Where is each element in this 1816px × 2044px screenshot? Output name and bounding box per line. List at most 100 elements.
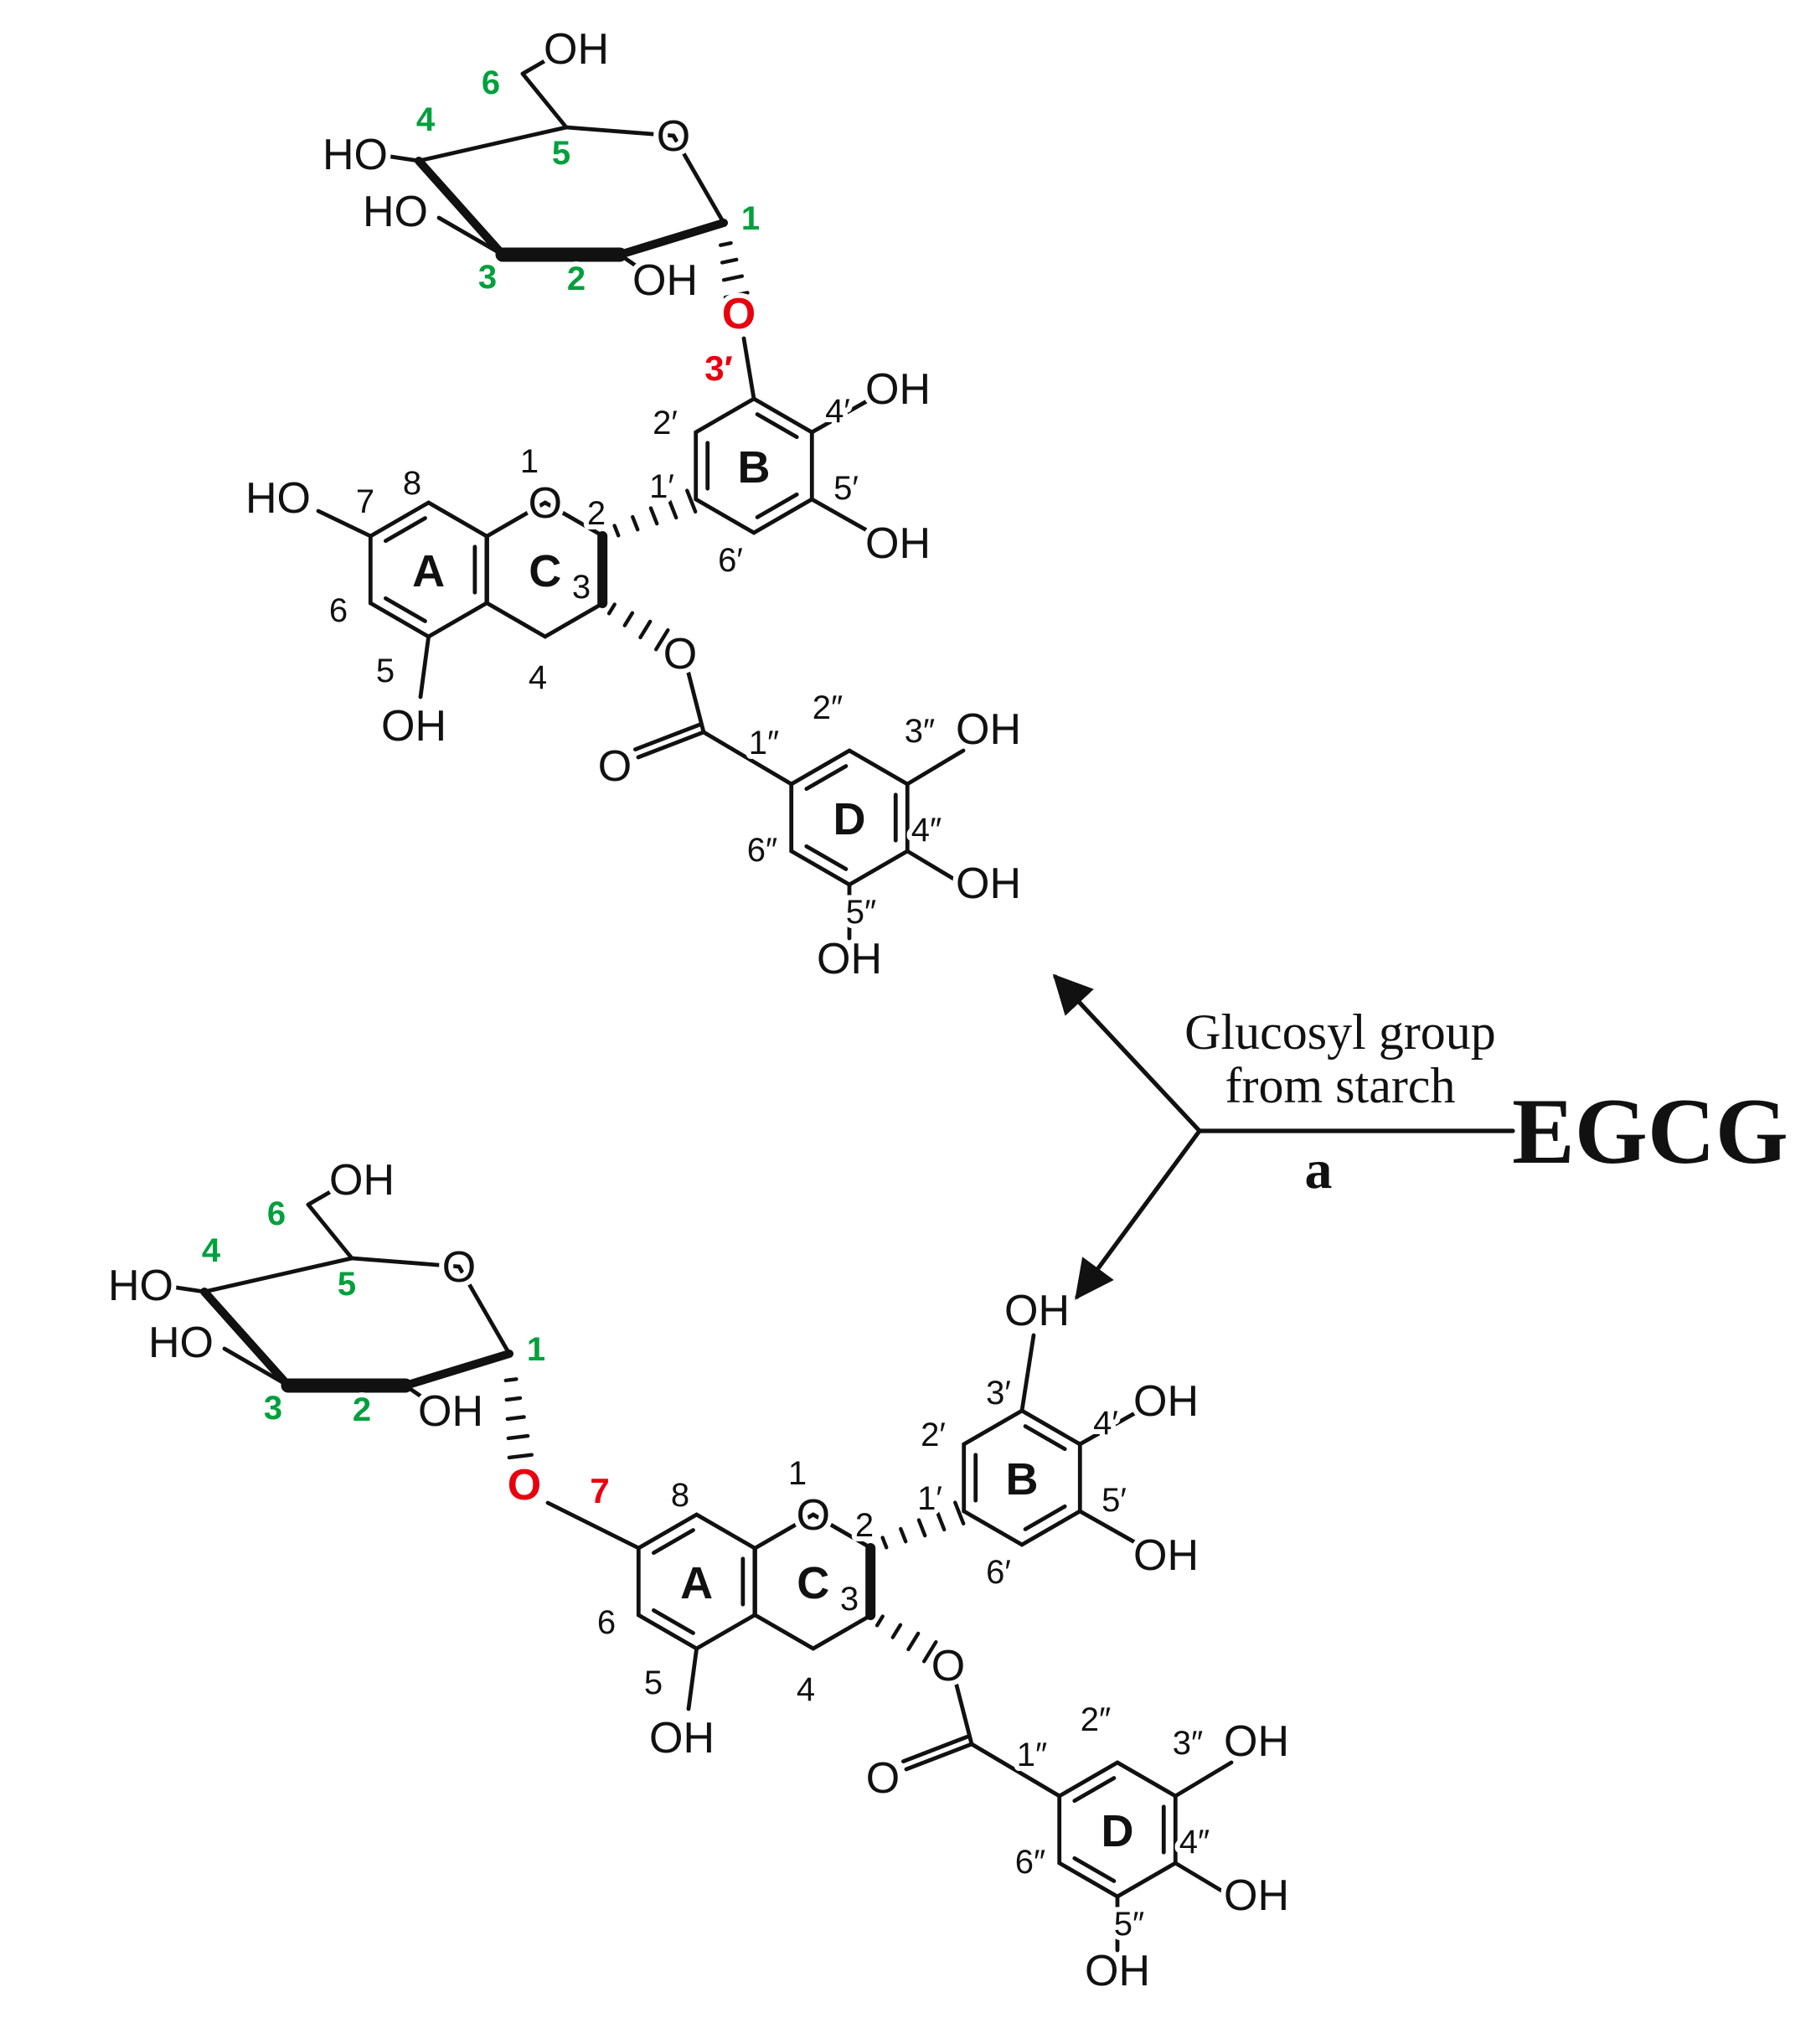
arrow-to-top-product <box>1052 973 1202 1133</box>
top-glycosidic-o: O <box>722 290 756 338</box>
reaction-step-a: a <box>1305 1139 1333 1200</box>
hashed-wedge-tick <box>504 1396 523 1402</box>
top-glc-ring-o: O <box>657 112 690 161</box>
double-bond-inner <box>755 412 799 440</box>
bottom-glc-n2: 2 <box>353 1391 371 1428</box>
top-b5-oh: OH <box>865 519 931 568</box>
top-ring-a: A <box>412 546 445 596</box>
top-glc-n2: 2 <box>567 261 586 297</box>
top-glc-n1: 1 <box>741 200 760 237</box>
top-carbonyl-o: O <box>598 742 632 791</box>
bottom-a-6: 6 <box>597 1604 616 1641</box>
bottom-glc-n4: 4 <box>202 1232 221 1269</box>
bottom-a5-oh: OH <box>649 1714 715 1763</box>
bottom-ring-d: D <box>1101 1806 1134 1856</box>
single-bond <box>349 1256 462 1269</box>
top-glc-n3: 3 <box>478 259 497 296</box>
single-bond <box>545 1500 641 1551</box>
top-d-1: 1″ <box>749 725 779 761</box>
hashed-wedge-tick <box>507 1453 534 1460</box>
bottom-b-1: 1′ <box>917 1480 942 1517</box>
single-bond <box>1077 1509 1142 1547</box>
bottom-b5-oh: OH <box>1133 1531 1199 1580</box>
double-bond-inner <box>804 764 849 792</box>
single-bond <box>306 1184 343 1207</box>
single-bond <box>202 1256 354 1294</box>
bottom-c-3: 3 <box>840 1581 859 1618</box>
carbonyl-double-bond <box>901 1734 971 1764</box>
hashed-wedge-tick <box>890 1623 903 1639</box>
single-bond <box>316 508 373 539</box>
single-bond <box>1173 1760 1234 1799</box>
single-bond <box>701 730 794 787</box>
hashed-wedge-tick <box>899 1526 908 1544</box>
top-c-2: 2 <box>587 495 606 532</box>
bottom-ring-b: B <box>1006 1454 1039 1505</box>
hashed-wedge-tick <box>638 619 653 640</box>
top-a-8: 8 <box>403 465 421 502</box>
hashed-wedge-tick <box>721 274 745 282</box>
double-bond-inner <box>1072 1776 1117 1804</box>
bottom-ester-o: O <box>931 1642 965 1690</box>
single-bond <box>684 664 706 735</box>
bold-wedge-bond <box>401 1350 513 1390</box>
top-a-6: 6 <box>329 592 348 629</box>
top-b-1: 1′ <box>649 468 674 505</box>
bottom-glc-c4-ho: HO <box>108 1262 173 1310</box>
top-d-2: 2″ <box>813 689 843 726</box>
top-linkage-3prime: 3′ <box>704 348 732 388</box>
single-bond <box>809 396 874 435</box>
top-d-3: 3″ <box>905 713 935 750</box>
bottom-glc-ring-o: O <box>442 1243 476 1292</box>
hashed-wedge-tick <box>648 506 659 526</box>
single-bond <box>905 748 966 787</box>
bottom-d5-oh: OH <box>1085 1947 1150 1995</box>
bottom-b4-oh: OH <box>1133 1377 1199 1426</box>
single-bond <box>168 1284 207 1294</box>
bottom-d-6: 6″ <box>1015 1844 1045 1881</box>
bottom-glycosidic-o: O <box>508 1461 541 1510</box>
top-glc-c4-ho: HO <box>322 131 388 179</box>
annotation-glucosyl-line2: from starch <box>1225 1058 1456 1113</box>
carbonyl-double-bond <box>904 1742 974 1772</box>
top-d4-oh: OH <box>956 859 1021 908</box>
hashed-wedge-tick <box>874 1614 885 1628</box>
hashed-wedge-tick <box>506 1433 530 1441</box>
bottom-d3-oh: OH <box>1224 1717 1289 1766</box>
bottom-b-2: 2′ <box>921 1417 946 1453</box>
single-bond <box>520 53 557 76</box>
bottom-b-3: 3′ <box>986 1375 1011 1412</box>
top-glc-n5: 5 <box>552 135 570 172</box>
top-ring-d: D <box>833 794 866 844</box>
top-d-4: 4″ <box>911 812 942 849</box>
top-d-5: 5″ <box>846 894 876 931</box>
top-glc-c3-ho: HO <box>363 188 428 236</box>
hashed-wedge-tick <box>667 497 678 520</box>
top-b-4: 4′ <box>825 393 850 430</box>
top-d5-oh: OH <box>817 935 882 983</box>
bottom-b-4: 4′ <box>1093 1405 1118 1442</box>
hashed-wedge-tick <box>880 1536 889 1550</box>
single-bond <box>383 153 421 163</box>
top-b-6: 6′ <box>718 542 743 579</box>
bond-layer <box>168 53 1515 1953</box>
carbonyl-double-bond <box>636 730 706 760</box>
bottom-c-o1: O <box>797 1491 830 1540</box>
double-bond-inner <box>1023 1424 1067 1452</box>
bottom-d-4: 4″ <box>1179 1824 1210 1861</box>
arrow-to-bottom-product <box>1075 1128 1202 1300</box>
top-a5-oh: OH <box>381 702 446 751</box>
top-a-7: 7 <box>356 483 374 520</box>
single-bond <box>952 1676 974 1747</box>
hashed-wedge-tick <box>631 514 640 532</box>
annotation-glucosyl-line1: Glucosyl group <box>1184 1004 1496 1060</box>
single-bond <box>520 71 569 130</box>
top-b-5: 5′ <box>833 470 859 507</box>
bottom-a-5: 5 <box>644 1665 663 1701</box>
bottom-d-2: 2″ <box>1081 1701 1111 1738</box>
hashed-wedge-tick <box>503 1377 518 1383</box>
single-bond <box>418 634 431 699</box>
single-bond <box>969 1742 1062 1799</box>
